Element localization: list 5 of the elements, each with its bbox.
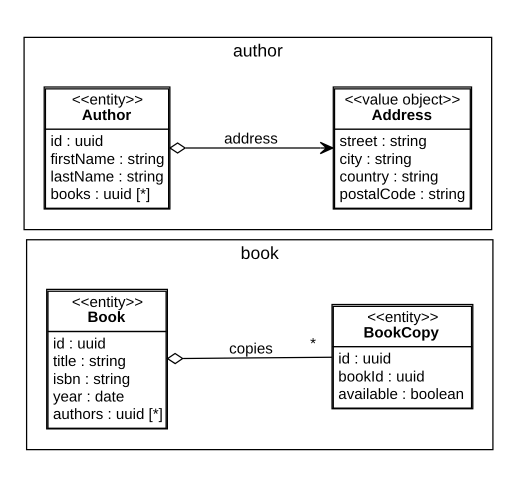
- edge-label: address: [224, 130, 278, 148]
- connector: [166, 352, 332, 364]
- label: *: [310, 334, 316, 352]
- arrow: [168, 141, 333, 154]
- edge-label: copies: [228, 340, 272, 358]
